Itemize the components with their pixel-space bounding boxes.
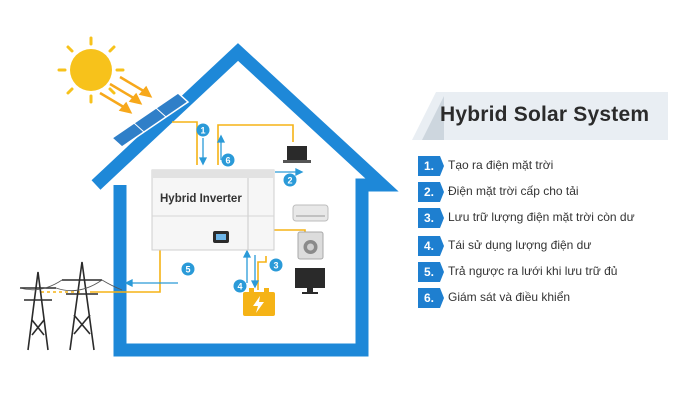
legend-item-6: 6. Giám sát và điều khiển (418, 288, 668, 308)
step-number: 1. (418, 156, 444, 176)
battery-icon (243, 288, 275, 316)
flow-arrows (124, 134, 304, 289)
inverter-label: Hybrid Inverter (160, 193, 242, 205)
legend-item-2: 2. Điện mặt trời cấp cho tải (418, 182, 668, 202)
sun-icon (57, 36, 125, 104)
power-lines (19, 279, 123, 292)
laptop-icon (283, 146, 311, 163)
step-number: 6. (418, 288, 444, 308)
step-number: 5. (418, 262, 444, 282)
solar-panel-icon (110, 92, 190, 148)
title-banner (412, 92, 668, 140)
step-label: Tái sử dụng lượng điện dư (448, 238, 592, 252)
flow-marker-5: 5 (181, 262, 195, 276)
house-outline (91, 43, 399, 357)
washing-machine-icon (297, 231, 324, 260)
svg-text:6: 6 (225, 156, 230, 166)
svg-text:1: 1 (200, 126, 205, 136)
flow-marker-6: 6 (221, 153, 235, 167)
svg-text:5: 5 (185, 265, 190, 275)
flow-marker-3: 3 (269, 258, 283, 272)
power-tower-icon (20, 261, 102, 351)
step-number: 4. (418, 236, 444, 256)
flow-marker-2: 2 (283, 173, 297, 187)
step-label: Tạo ra điện mặt trời (448, 158, 554, 172)
flow-marker-4: 4 (233, 279, 247, 293)
legend-item-4: 4. Tái sử dụng lượng điện dư (418, 236, 668, 256)
step-label: Điện mặt trời cấp cho tải (448, 184, 579, 198)
air-conditioner-icon (292, 204, 329, 222)
step-number: 3. (418, 208, 444, 228)
sunlight-rays (99, 75, 153, 114)
step-number: 2. (418, 182, 444, 202)
legend-item-3: 3. Lưu trữ lượng điện mặt trời còn dư (418, 208, 668, 228)
step-label: Lưu trữ lượng điện mặt trời còn dư (448, 210, 635, 224)
diagram-title: Hybrid Solar System (440, 103, 650, 126)
svg-text:4: 4 (237, 282, 242, 292)
svg-text:2: 2 (287, 176, 292, 186)
tv-icon (295, 268, 325, 294)
hybrid-inverter (151, 169, 275, 251)
legend-item-1: 1. Tạo ra điện mặt trời (418, 156, 668, 176)
step-label: Trả ngược ra lưới khi lưu trữ đủ (448, 264, 618, 278)
step-label: Giám sát và điều khiển (448, 290, 571, 304)
svg-text:3: 3 (273, 261, 278, 271)
flow-marker-1: 1 (196, 123, 210, 137)
legend-item-5: 5. Trả ngược ra lưới khi lưu trữ đủ (418, 262, 668, 282)
